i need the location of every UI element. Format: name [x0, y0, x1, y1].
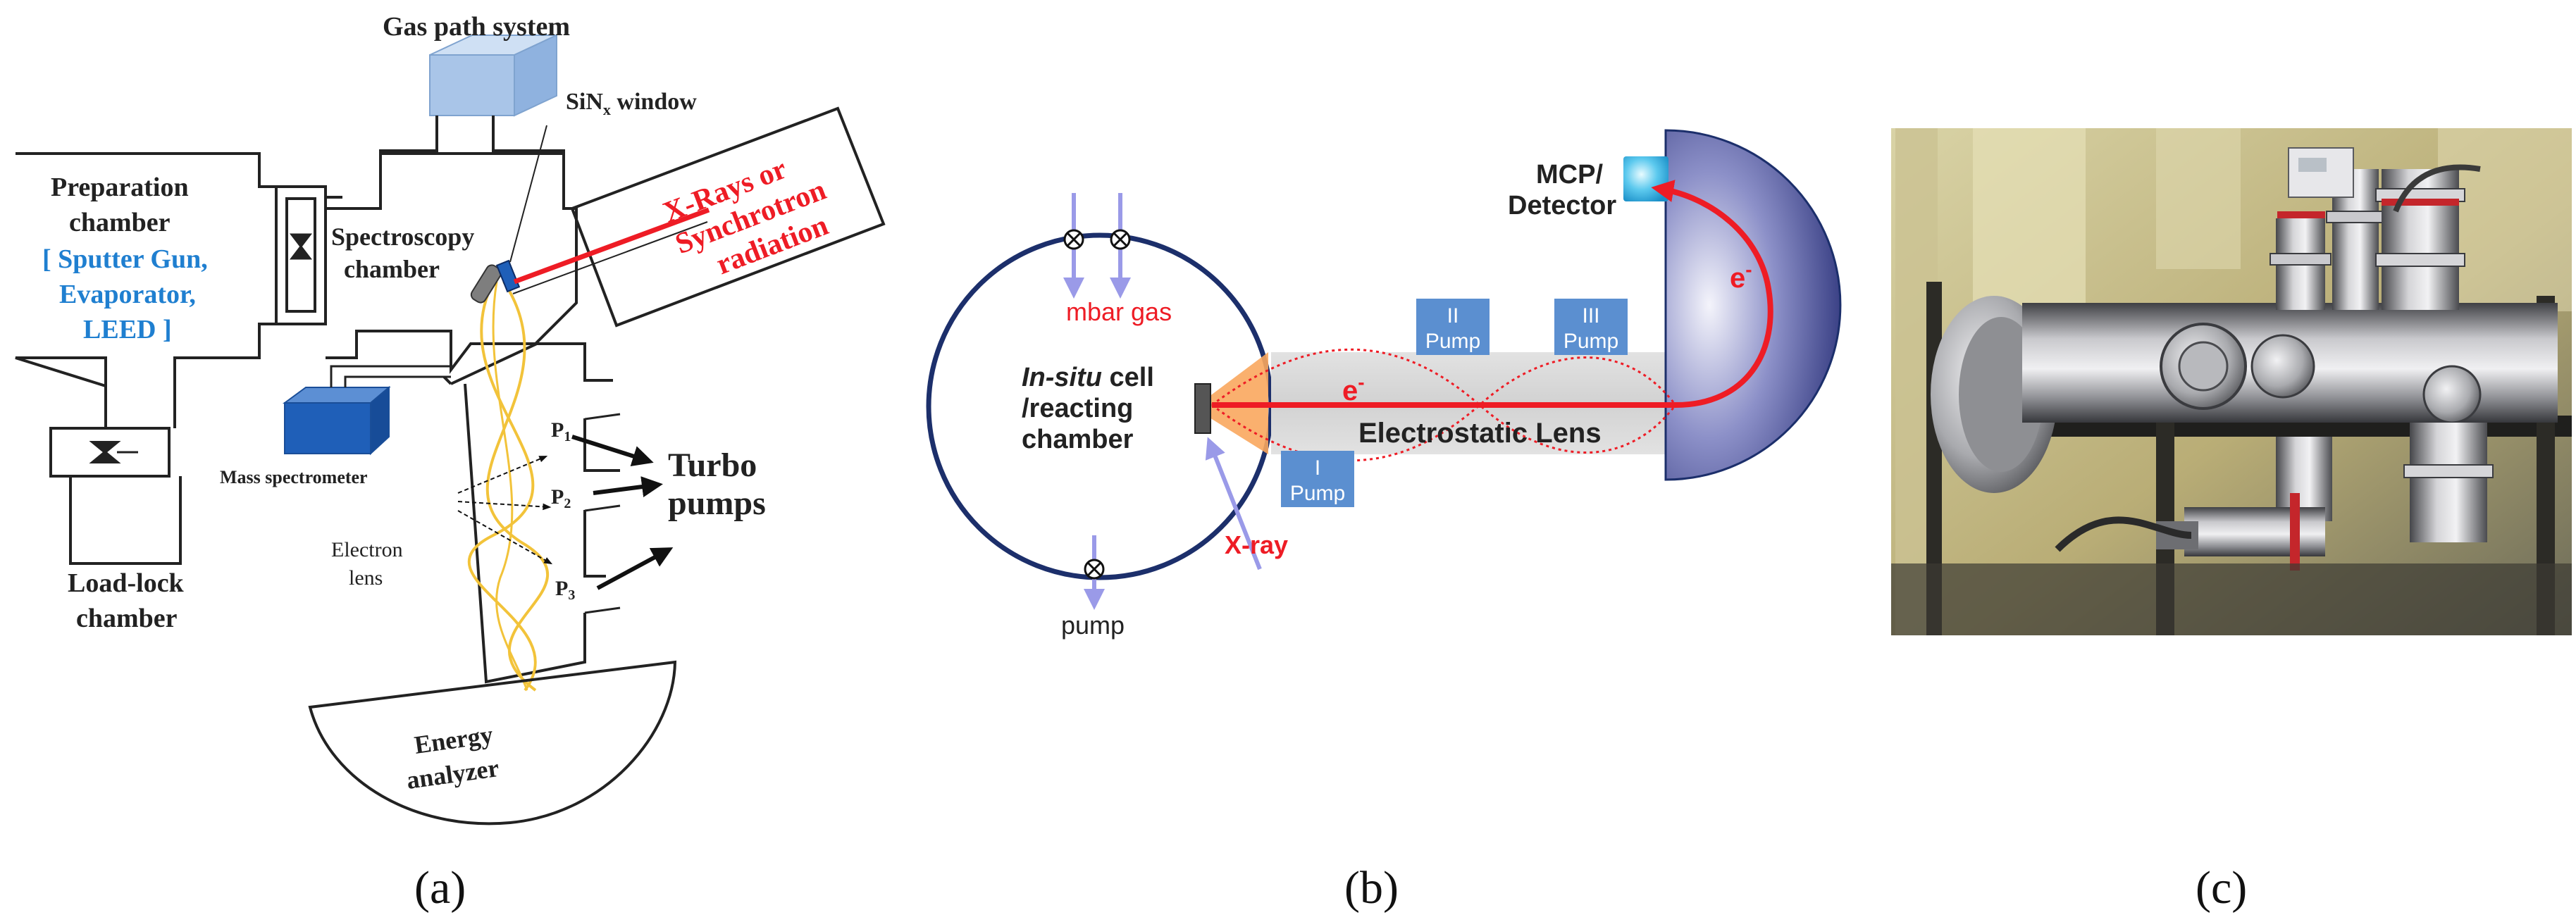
window-label: SiNx window	[566, 89, 697, 118]
p2-label: P2	[551, 485, 571, 511]
analyzer-label-1: Energy	[413, 721, 495, 759]
gas-path-label: Gas path system	[383, 12, 570, 42]
panel-c-photo	[1891, 128, 2572, 635]
xray-beamline-box	[570, 106, 886, 328]
detector-label-1: MCP/	[1536, 160, 1603, 189]
gas-label: mbar gas	[1066, 297, 1172, 326]
xray-label-b: X-ray	[1225, 530, 1288, 559]
electron-trajectory	[467, 281, 537, 692]
turbo-label-2: pumps	[668, 485, 766, 522]
mass-spectrometer-label: Mass spectrometer	[220, 467, 368, 487]
pump-2-number: II	[1447, 304, 1459, 328]
load-lock-valve-box	[49, 427, 171, 478]
spectroscopy-chamber	[326, 152, 578, 374]
pump-valve-icon	[1084, 559, 1105, 580]
xray-beam	[513, 207, 710, 285]
mass-spectrometer-box	[284, 402, 371, 454]
preparation-label-2: chamber	[69, 208, 171, 237]
load-lock-label-1: Load-lock	[68, 568, 185, 598]
preparation-chamber	[15, 152, 276, 388]
sin-window	[495, 259, 521, 293]
cell-label-1: In-situ cell	[1022, 363, 1154, 392]
cell-label-3: chamber	[1022, 425, 1134, 454]
preparation-label-1: Preparation	[51, 173, 189, 202]
turbo-label-1: Turbo	[668, 447, 757, 484]
panel-b-schematic	[926, 129, 1842, 610]
pump-3-number: III	[1582, 304, 1599, 328]
gate-valve-icon	[289, 233, 313, 260]
lens-column	[450, 342, 620, 684]
electron-trajectory-b	[1212, 180, 1773, 408]
panel-a-schematic	[15, 34, 886, 826]
lens-label-1: Electron	[331, 538, 403, 561]
spectroscopy-label-2: chamber	[344, 255, 440, 283]
electron-label-dome: e-	[1730, 258, 1752, 294]
load-lock-label-2: chamber	[76, 604, 178, 633]
pump-box-3	[1554, 299, 1628, 355]
pump-1-word: Pump	[1290, 482, 1345, 505]
pump-2-word: Pump	[1425, 330, 1480, 353]
gas-cube-icon	[429, 34, 557, 117]
lens-label: Electrostatic Lens	[1358, 418, 1602, 449]
prep-tools-1: [ Sputter Gun,	[42, 244, 208, 274]
hemispherical-analyzer	[1664, 129, 1842, 481]
caption-c: (c)	[2196, 862, 2247, 914]
cell-label-2: /reacting	[1022, 394, 1133, 423]
energy-analyzer	[308, 660, 677, 826]
load-lock-chamber	[69, 476, 182, 565]
spectroscopy-label-1: Spectroscopy	[331, 223, 474, 251]
pump-box-1	[1281, 451, 1354, 507]
gas-pipe	[379, 116, 565, 201]
pump-box-2	[1416, 299, 1490, 355]
pump-1-number: I	[1315, 456, 1320, 480]
p3-label: P3	[555, 577, 575, 603]
detector-icon	[1623, 156, 1668, 201]
lens-label-2: lens	[349, 566, 383, 590]
gate-valve-box	[275, 185, 327, 325]
pump-3-word: Pump	[1563, 330, 1618, 353]
caption-a: (a)	[414, 862, 466, 914]
inlet-valve-icon	[1063, 229, 1131, 250]
electron-label-lens: e-	[1342, 371, 1365, 406]
prep-tools-2: Evaporator,	[59, 280, 196, 309]
caption-b: (b)	[1344, 862, 1399, 914]
pump-outlet-label: pump	[1061, 611, 1125, 640]
sample	[1194, 383, 1211, 434]
sample-holder	[470, 264, 502, 304]
analyzer-label-2: analyzer	[404, 754, 500, 795]
detector-label-2: Detector	[1508, 191, 1616, 220]
p1-label: P1	[551, 418, 571, 444]
load-lock-valve-icon	[89, 441, 138, 463]
prep-tools-3: LEED ]	[83, 315, 172, 344]
